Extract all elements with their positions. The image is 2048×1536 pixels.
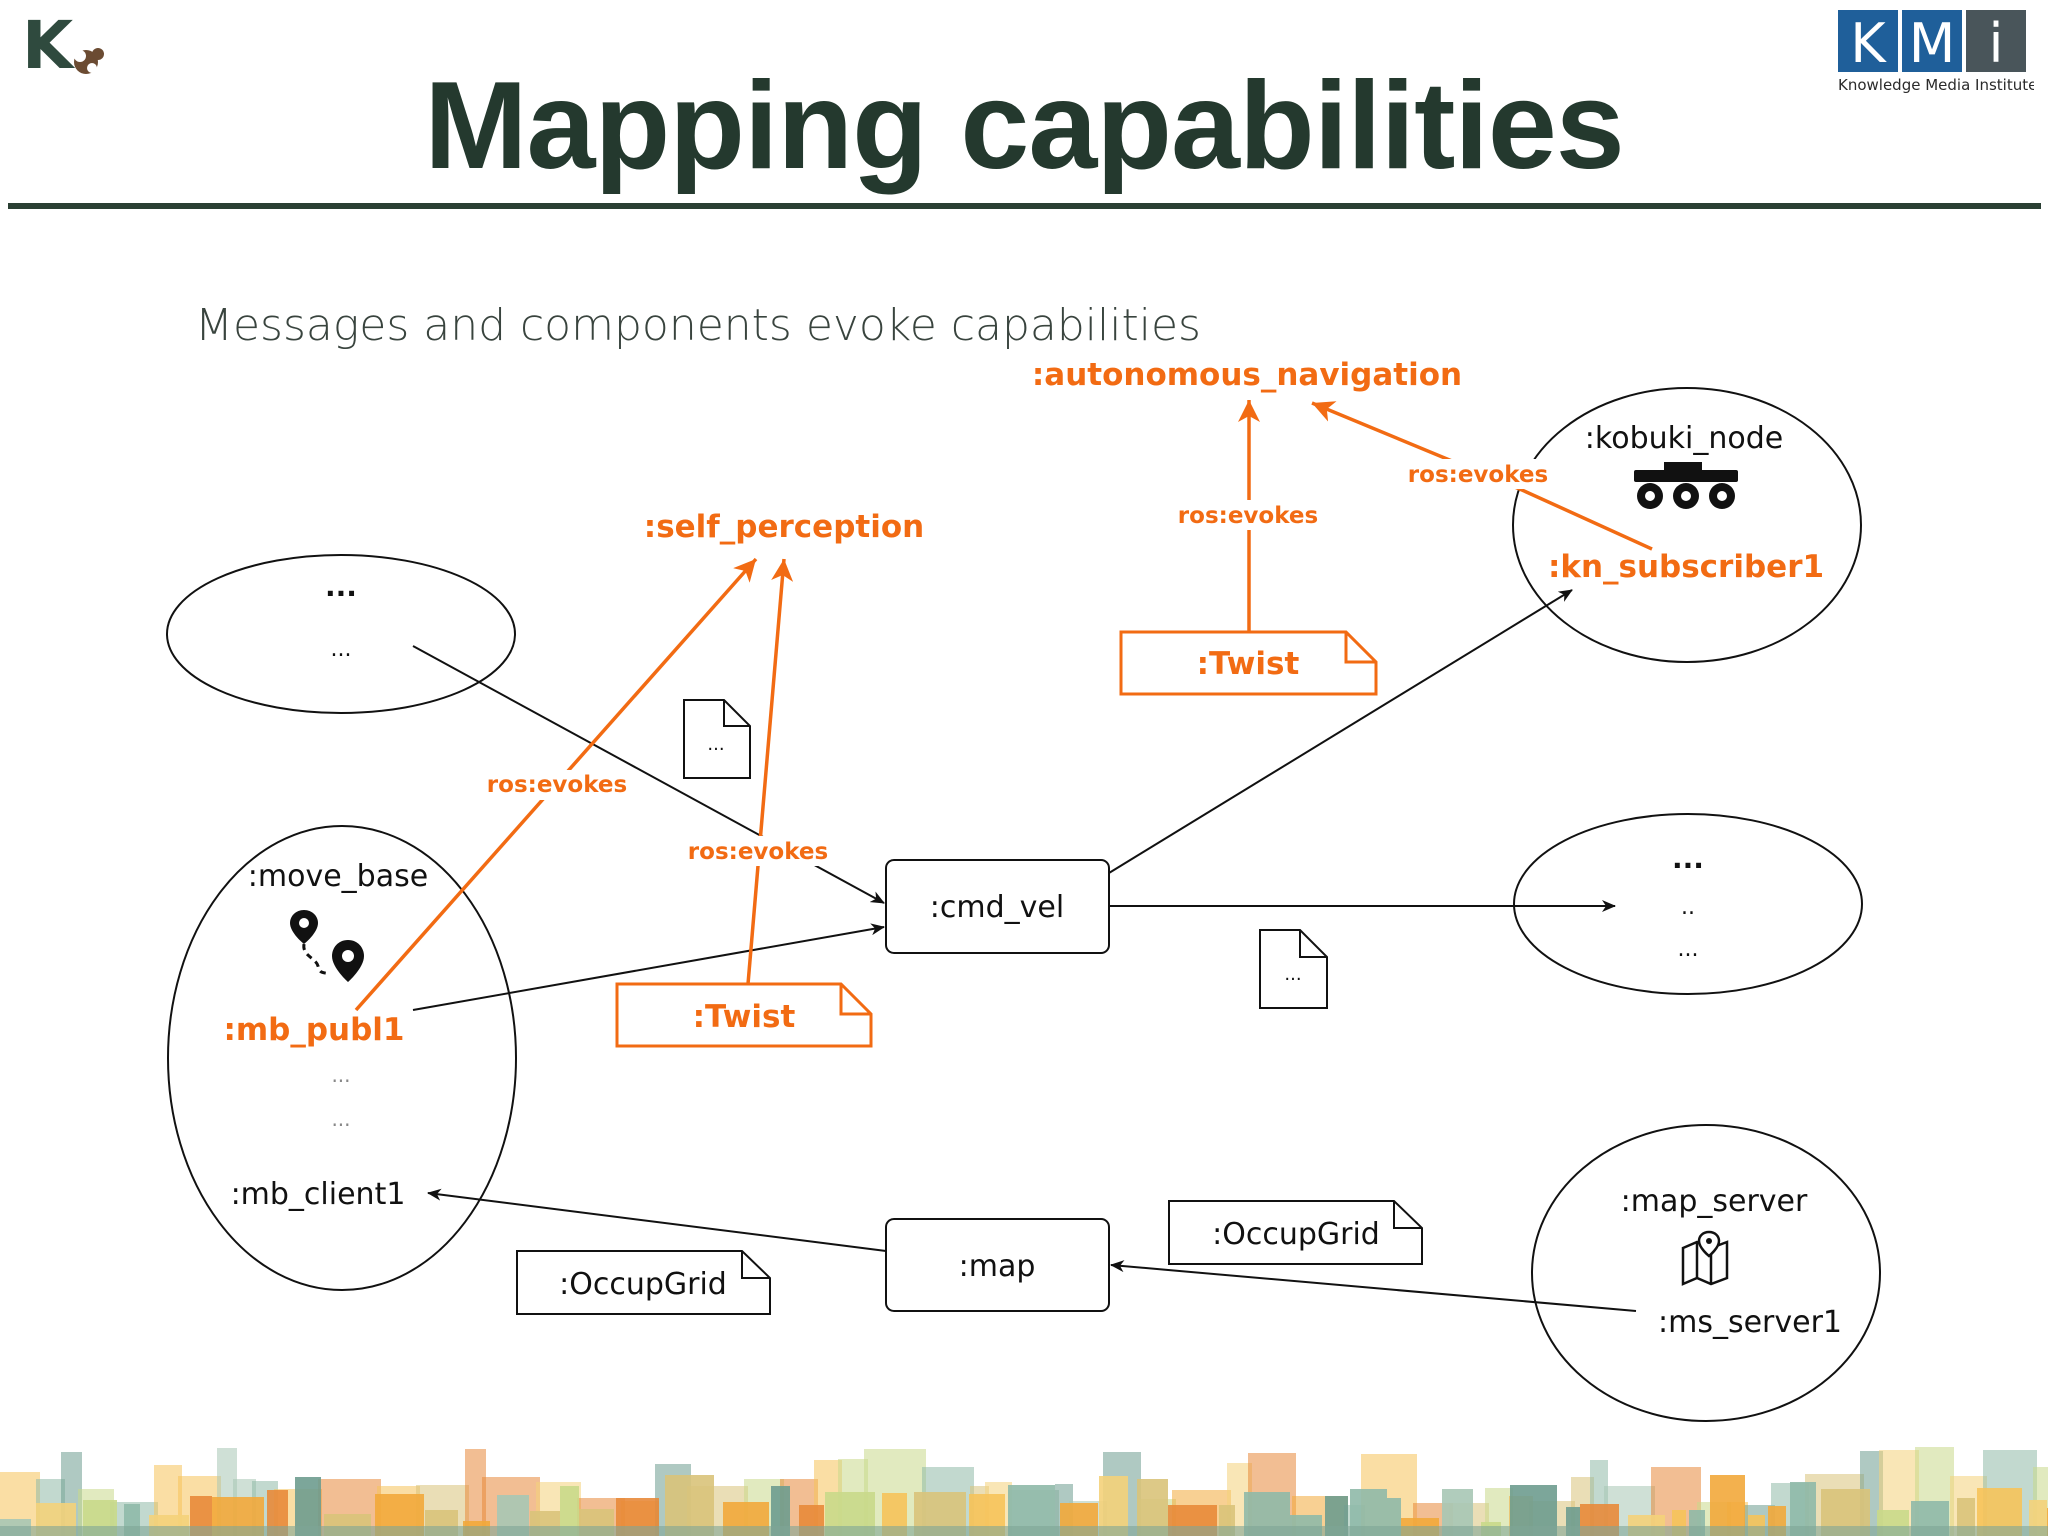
kmi-letter-k: K [1850,12,1887,75]
message-twist-top [1119,630,1378,696]
mb-publisher-label: :mb_publ1 [223,1012,404,1048]
move-base-label: :move_base [248,859,428,894]
message-twist-mid [615,982,873,1048]
map-server-label: :map_server [1621,1184,1808,1219]
unknown-right-dots-1: ... [1672,842,1704,875]
doc-upper-label: ... [707,734,724,755]
route-pin-icon [290,910,364,982]
edge-mbpubl-to-cmdvel [412,923,885,1011]
robot-base-icon [1634,462,1738,509]
kmi-letter-i: i [1988,12,2003,75]
capability-self-perception: :self_perception [644,509,924,545]
relation-label-mb-self: ros:evokes [487,772,627,798]
title-divider [8,203,2041,209]
twist-top-label: :Twist [1197,646,1300,682]
kmi-letter-m: M [1909,12,1956,75]
relation-label-kobuki-nav: ros:evokes [1408,462,1548,488]
twist-mid-label: :Twist [693,999,796,1035]
mb-client-label: :mb_client1 [231,1177,406,1212]
topic-cmd-vel-label: :cmd_vel [930,890,1064,925]
kn-subscriber-label: :kn_subscriber1 [1548,549,1824,585]
ms-server-label: :ms_server1 [1658,1305,1842,1340]
slide-subtitle: Messages and components evoke capabiliti… [195,300,1201,351]
message-occupgrid-left [516,1250,771,1315]
move-base-dots-2: ... [331,1107,350,1131]
edge-cmdvel-to-kobuki [1108,589,1573,874]
edge-map-to-mbclient [427,1188,887,1252]
city-skyline-decoration [0,1447,2048,1536]
relation-label-twist-nav: ros:evokes [1178,503,1318,529]
message-doc-lower [1259,929,1328,1009]
logo-letter: K [22,7,76,84]
capability-autonomous-navigation: :autonomous_navigation [1032,357,1462,393]
doc-lower-label: ... [1284,964,1301,985]
map-pin-icon [1681,1230,1729,1286]
move-base-dots-1: ... [331,1063,350,1087]
evokes-edge-kobuki-nav [1311,401,1653,551]
message-doc-upper [683,699,751,779]
capability-diagram: :autonomous_navigation :self_perception … [166,357,1881,1422]
relation-label-twist-self: ros:evokes [688,839,828,865]
node-kobuki [1512,387,1862,663]
kmi-logo: K M i Knowledge Media Institute [1838,10,2037,96]
node-unknown-top [166,554,516,714]
kmi-k-logo-icon: K [22,7,104,84]
node-move-base [167,825,517,1291]
edge-msserver-to-map [1110,1260,1637,1312]
occupgrid-left-label: :OccupGrid [559,1267,727,1302]
occupgrid-right-label: :OccupGrid [1212,1217,1380,1252]
kobuki-node-label: :kobuki_node [1585,421,1783,456]
unknown-top-dots-2: ... [331,637,352,662]
evokes-edge-twist-self [746,558,794,985]
topic-map-label: :map [959,1249,1036,1284]
kmi-caption: Knowledge Media Institute [1838,76,2034,94]
unknown-top-dots-1: ... [325,570,357,603]
topic-map-box [885,1218,1110,1312]
message-occupgrid-right [1168,1200,1423,1265]
node-map-server [1531,1124,1881,1422]
slide-title: Mapping capabilities [424,57,1625,195]
node-unknown-right [1513,813,1863,995]
unknown-right-dots-2: .. [1681,895,1695,920]
unknown-right-dots-3: ... [1678,937,1699,962]
